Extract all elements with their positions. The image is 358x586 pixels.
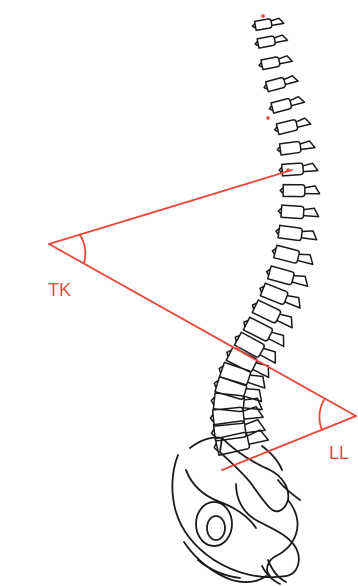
landmark-dot [261,14,265,18]
pelvis-illustration [172,437,300,584]
vertebra [278,205,319,220]
vertebra [241,316,289,350]
vertebra [277,139,316,155]
vertebra [271,244,315,267]
vertebra [252,17,285,31]
vertebra [273,116,311,135]
tk-angle-arc [80,235,85,263]
tk-upper-line [49,170,292,244]
ll-label: LL [329,443,349,463]
vertebra [224,346,274,381]
ll-angle-arc [319,400,324,430]
vertebra [280,185,320,197]
vertebra [263,74,299,93]
vertebra [275,225,318,243]
vertebra [212,376,265,405]
vertebra [210,393,263,414]
vertebra [258,54,293,70]
vertebra [268,95,305,114]
vertebra [279,162,318,176]
tk-label: TK [48,280,71,300]
vertebra [258,282,304,311]
spine-illustration [210,14,320,456]
vertebra [254,33,288,48]
vertebra [217,361,269,391]
tk-lower-line [49,244,356,416]
cobb-angle-lines [49,170,356,470]
landmark-dot [266,116,270,120]
